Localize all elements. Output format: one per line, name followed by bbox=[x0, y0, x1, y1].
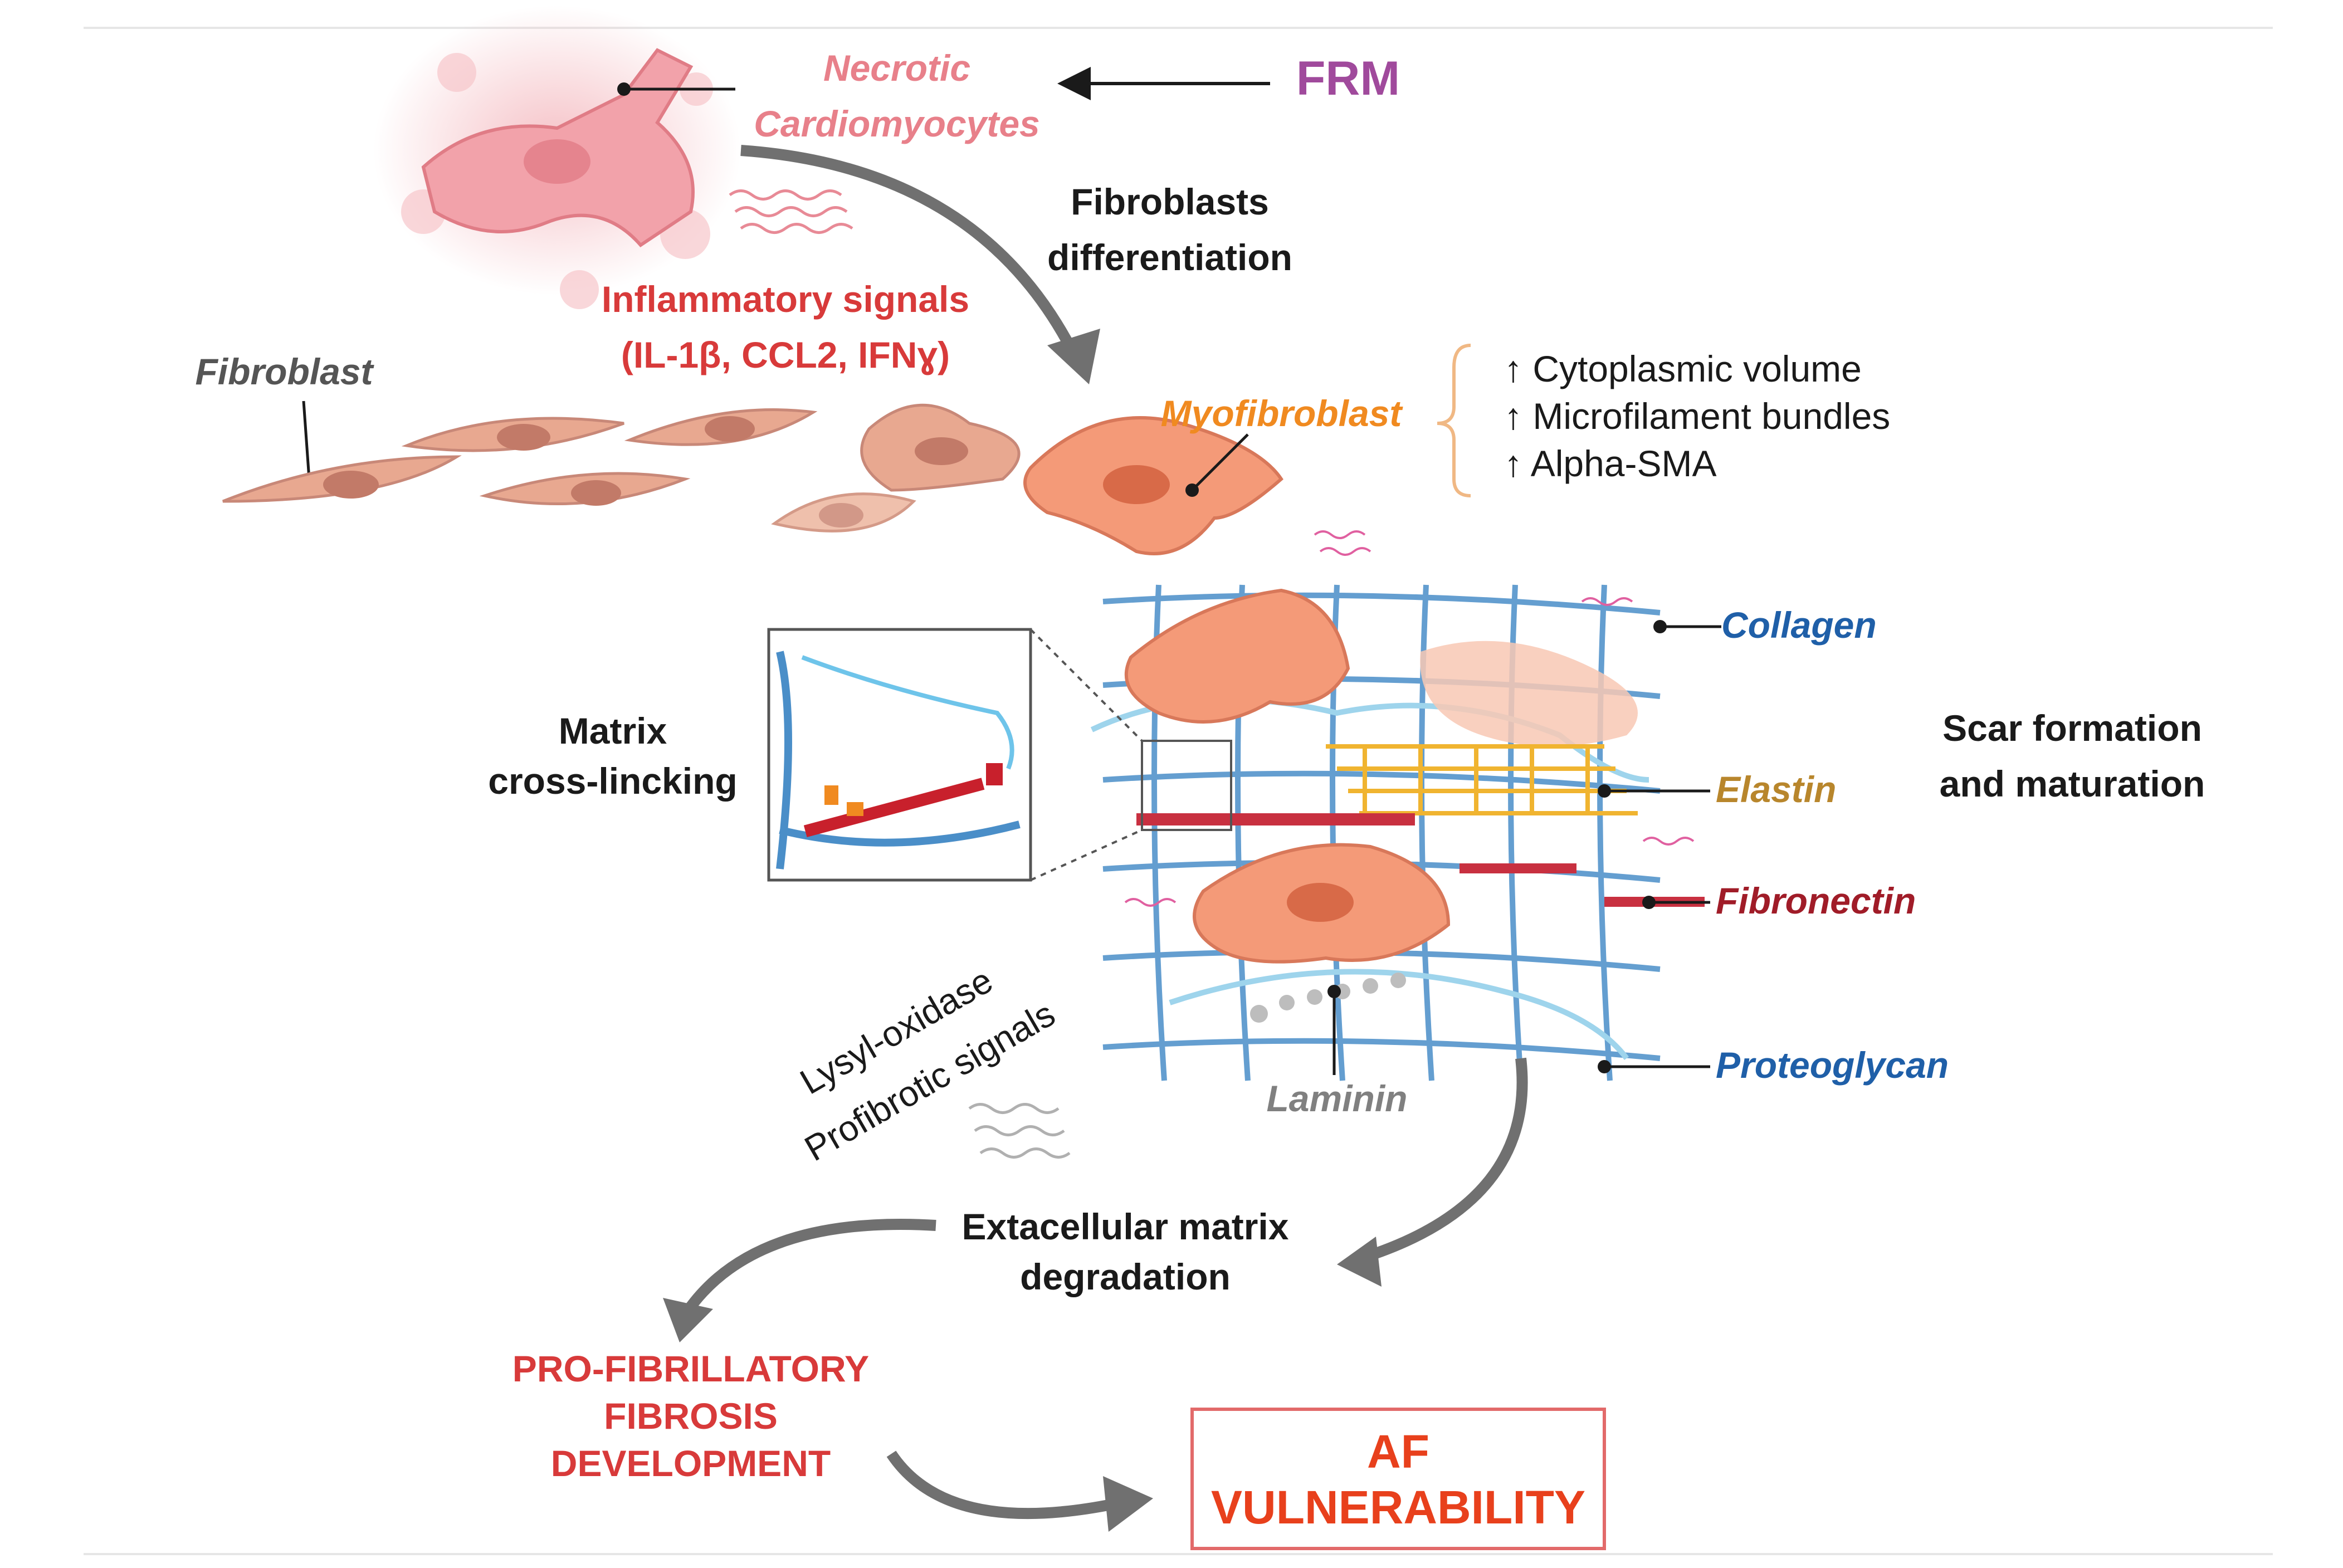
matrix-myofibroblasts bbox=[1124, 588, 1638, 964]
scar-to-degradation-arrowhead bbox=[1337, 1237, 1382, 1287]
collagen-label: Collagen bbox=[1721, 604, 1877, 646]
necrotic-label-line1: Necrotic bbox=[823, 47, 970, 89]
proteoglycan-pointer-dot bbox=[1598, 1060, 1611, 1073]
features-brace bbox=[1437, 344, 1471, 497]
fibroblast-pointer bbox=[302, 400, 311, 480]
inset-source-box bbox=[1141, 740, 1232, 831]
proteoglycan-label: Proteoglycan bbox=[1716, 1044, 1949, 1086]
inset-connector-top bbox=[1029, 628, 1143, 742]
fibroblast-differentiation-line1: Fibroblasts bbox=[1071, 181, 1269, 222]
elastin-label: Elastin bbox=[1716, 769, 1836, 810]
profibrillatory-line2: FIBROSIS bbox=[604, 1395, 778, 1437]
necrotic-label-line2: Cardiomyocytes bbox=[754, 103, 1040, 144]
differentiation-arrowhead bbox=[1047, 329, 1100, 384]
laminin-label: Laminin bbox=[1266, 1078, 1407, 1119]
differentiation-arrow bbox=[740, 145, 1080, 359]
feature-microfilament-bundles: ↑ Microfilament bundles bbox=[1504, 395, 1890, 437]
laminin-pointer-dot bbox=[1327, 985, 1341, 998]
fibroblast-cells bbox=[222, 403, 1021, 533]
af-line1: AF bbox=[1367, 1425, 1429, 1478]
inflammatory-signals-line2: (IL-1β, CCL2, IFNɣ) bbox=[621, 334, 950, 375]
fibroblast-label: Fibroblast bbox=[195, 351, 374, 392]
fibroblast-differentiation-line2: differentiation bbox=[1047, 237, 1292, 278]
frm-label: FRM bbox=[1296, 52, 1400, 105]
matrix-cross-linking-line2: cross-lincking bbox=[488, 760, 737, 802]
myofibroblast-label: Myofibroblast bbox=[1161, 393, 1404, 434]
profibrillatory-line1: PRO-FIBRILLATORY bbox=[512, 1348, 869, 1389]
feature-cytoplasmic-volume: ↑ Cytoplasmic volume bbox=[1504, 348, 1862, 389]
myofibroblast-cell bbox=[1023, 416, 1283, 555]
ecm-degradation-line2: degradation bbox=[1020, 1256, 1231, 1297]
matrix-cross-linking-line1: Matrix bbox=[559, 710, 667, 751]
scar-formation-line2: and maturation bbox=[1940, 763, 2205, 804]
af-line2: VULNERABILITY bbox=[1211, 1481, 1585, 1533]
degradation-to-fibrosis-arrowhead bbox=[663, 1298, 713, 1342]
profibrotic-pink-waves bbox=[1124, 530, 1695, 907]
fibronectin-strands bbox=[1136, 813, 1705, 907]
profibrotic-grey-waves bbox=[968, 1103, 1071, 1159]
fibronectin-pointer-dot bbox=[1642, 896, 1656, 909]
feature-alpha-sma: ↑ Alpha-SMA bbox=[1504, 443, 1717, 484]
elastin-pointer-dot bbox=[1598, 784, 1611, 798]
myofibroblast-pointer bbox=[1191, 433, 1249, 491]
necrotic-cardiomyocyte-illustration bbox=[373, 6, 741, 309]
inflammatory-signal-waves bbox=[729, 189, 853, 234]
scar-to-degradation-arrow bbox=[1358, 1057, 1528, 1264]
scar-formation-line1: Scar formation bbox=[1942, 707, 2202, 749]
fibronectin-label: Fibronectin bbox=[1716, 880, 1916, 921]
inset-connector-bottom bbox=[1030, 829, 1143, 881]
degradation-to-fibrosis-arrow bbox=[680, 1219, 936, 1318]
profibrillatory-line3: DEVELOPMENT bbox=[551, 1443, 831, 1484]
collagen-pointer-dot bbox=[1653, 620, 1667, 633]
fibrosis-to-af-arrow bbox=[886, 1450, 1115, 1520]
inflammatory-signals-line1: Inflammatory signals bbox=[602, 279, 969, 320]
fibrosis-to-af-arrowhead bbox=[1103, 1476, 1153, 1532]
cross-linking-inset bbox=[767, 628, 1032, 882]
ecm-degradation-line1: Extacellular matrix bbox=[962, 1206, 1289, 1247]
af-vulnerability-box bbox=[1190, 1408, 1606, 1550]
